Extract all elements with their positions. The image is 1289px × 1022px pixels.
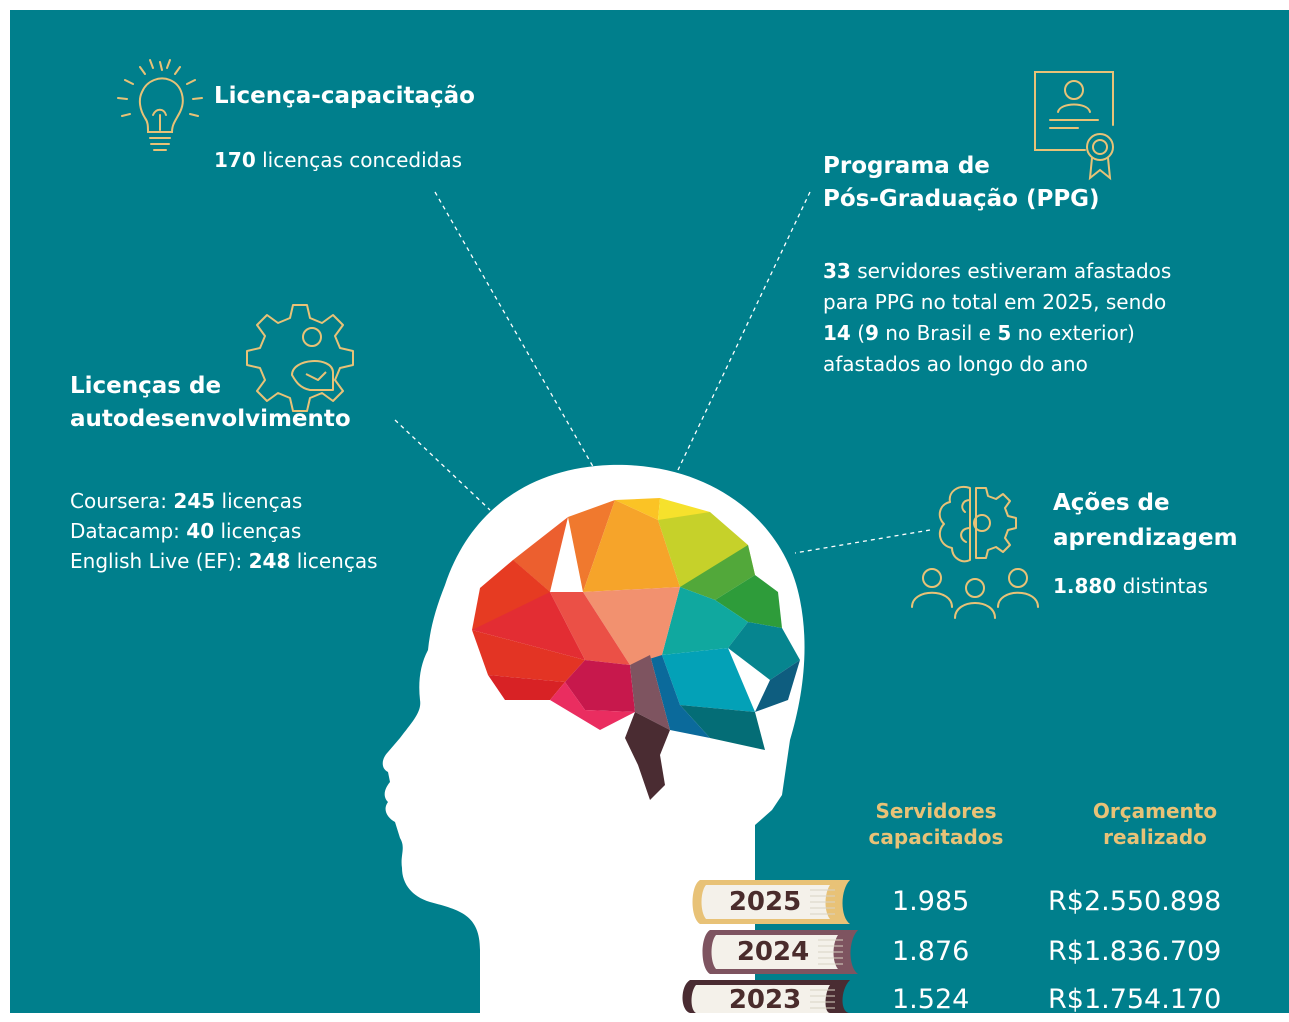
book-2025: [692, 880, 850, 924]
list-item: English Live (EF): 248 licenças: [70, 546, 378, 576]
platform-label: English Live (EF):: [70, 549, 249, 573]
ppg-text-4: no Brasil e: [878, 321, 998, 345]
list-item: Coursera: 245 licenças: [70, 486, 378, 516]
ppg-text-3: (: [850, 321, 866, 345]
gear-person-icon: [246, 304, 354, 412]
header-servidores: Servidores capacitados: [856, 798, 1016, 850]
book-2023: [682, 980, 850, 1013]
ppg-exterior-count: 5: [997, 321, 1012, 345]
servidores-2023: 1.524: [892, 984, 970, 1013]
acoes-title: Ações de aprendizagem: [1053, 486, 1238, 556]
acoes-title-line1: Ações de: [1053, 490, 1170, 516]
autodesenvolvimento-title: Licenças de autodesenvolvimento: [70, 370, 351, 436]
ppg-text-1: servidores estiveram afastados: [850, 259, 1172, 283]
header-orcamento: Orçamento realizado: [1075, 798, 1235, 850]
certificate-icon: [1034, 71, 1114, 181]
orcamento-2025: R$2.550.898: [1048, 886, 1222, 917]
lightbulb-icon: [117, 59, 203, 151]
ppg-line4: afastados ao longo do ano: [823, 352, 1088, 376]
year-2024-label: 2024: [736, 937, 810, 967]
ppg-title-line2: Pós-Graduação (PPG): [823, 186, 1100, 212]
book-2024: [702, 930, 858, 974]
connector-line-autodesenvolvimento: [394, 419, 491, 511]
servidores-2025: 1.985: [892, 886, 970, 917]
ppg-text-5: no exterior): [1011, 321, 1135, 345]
license-unit: licenças: [290, 549, 378, 573]
connector-line-acoes: [794, 529, 931, 554]
illustration-layer: [117, 59, 1114, 1013]
ppg-line1: 33 servidores estiveram afastados: [823, 256, 1171, 287]
acoes-label: distintas: [1116, 574, 1208, 598]
orcamento-2023: R$1.754.170: [1048, 984, 1222, 1013]
license-count: 248: [248, 549, 291, 573]
ppg-title: Programa de Pós-Graduação (PPG): [823, 150, 1100, 216]
license-count: 245: [173, 489, 216, 513]
license-unit: licenças: [214, 519, 302, 543]
autodesenvolvimento-list: Coursera: 245 licenças Datacamp: 40 lice…: [70, 486, 378, 576]
ppg-brasil-count: 9: [865, 321, 879, 345]
book-stack: [682, 880, 858, 1013]
ppg-line2: para PPG no total em 2025, sendo: [823, 290, 1167, 314]
capacitacao-count: 170: [214, 148, 256, 172]
license-count: 40: [186, 519, 215, 543]
connector-line-capacitacao: [434, 191, 596, 471]
infographic-panel: Licença-capacitação 170 licenças concedi…: [10, 10, 1289, 1013]
servidores-2024: 1.876: [892, 936, 970, 967]
capacitacao-label: licenças concedidas: [255, 148, 463, 172]
autodesenvolvimento-title-line2: autodesenvolvimento: [70, 406, 351, 432]
brain-graphic: [472, 498, 800, 800]
ppg-line3: 14 (9 no Brasil e 5 no exterior): [823, 318, 1171, 349]
ppg-title-line1: Programa de: [823, 153, 990, 179]
ppg-year-count: 14: [823, 321, 851, 345]
license-unit: licenças: [215, 489, 303, 513]
autodesenvolvimento-title-line1: Licenças de: [70, 373, 222, 399]
capacitacao-title: Licença-capacitação: [214, 83, 475, 109]
header-orcamento-line2: realizado: [1103, 825, 1207, 849]
connector-lines: [394, 191, 931, 554]
header-orcamento-line1: Orçamento: [1092, 799, 1218, 823]
acoes-text: 1.880 distintas: [1053, 572, 1208, 600]
list-item: Datacamp: 40 licenças: [70, 516, 378, 546]
connector-line-ppg: [677, 191, 811, 471]
capacitacao-text: 170 licenças concedidas: [214, 146, 462, 174]
acoes-count: 1.880: [1053, 574, 1117, 598]
header-servidores-line1: Servidores: [875, 799, 997, 823]
year-2023-label: 2023: [728, 985, 802, 1013]
people-icon: [911, 568, 1039, 619]
brain-gear-icon: [938, 486, 1017, 563]
platform-label: Coursera:: [70, 489, 174, 513]
ppg-text: 33 servidores estiveram afastados para P…: [823, 256, 1171, 380]
acoes-title-line2: aprendizagem: [1053, 525, 1238, 551]
platform-label: Datacamp:: [70, 519, 187, 543]
ppg-total: 33: [823, 259, 851, 283]
header-servidores-line2: capacitados: [868, 825, 1004, 849]
orcamento-2024: R$1.836.709: [1048, 936, 1222, 967]
year-2025-label: 2025: [728, 887, 802, 917]
